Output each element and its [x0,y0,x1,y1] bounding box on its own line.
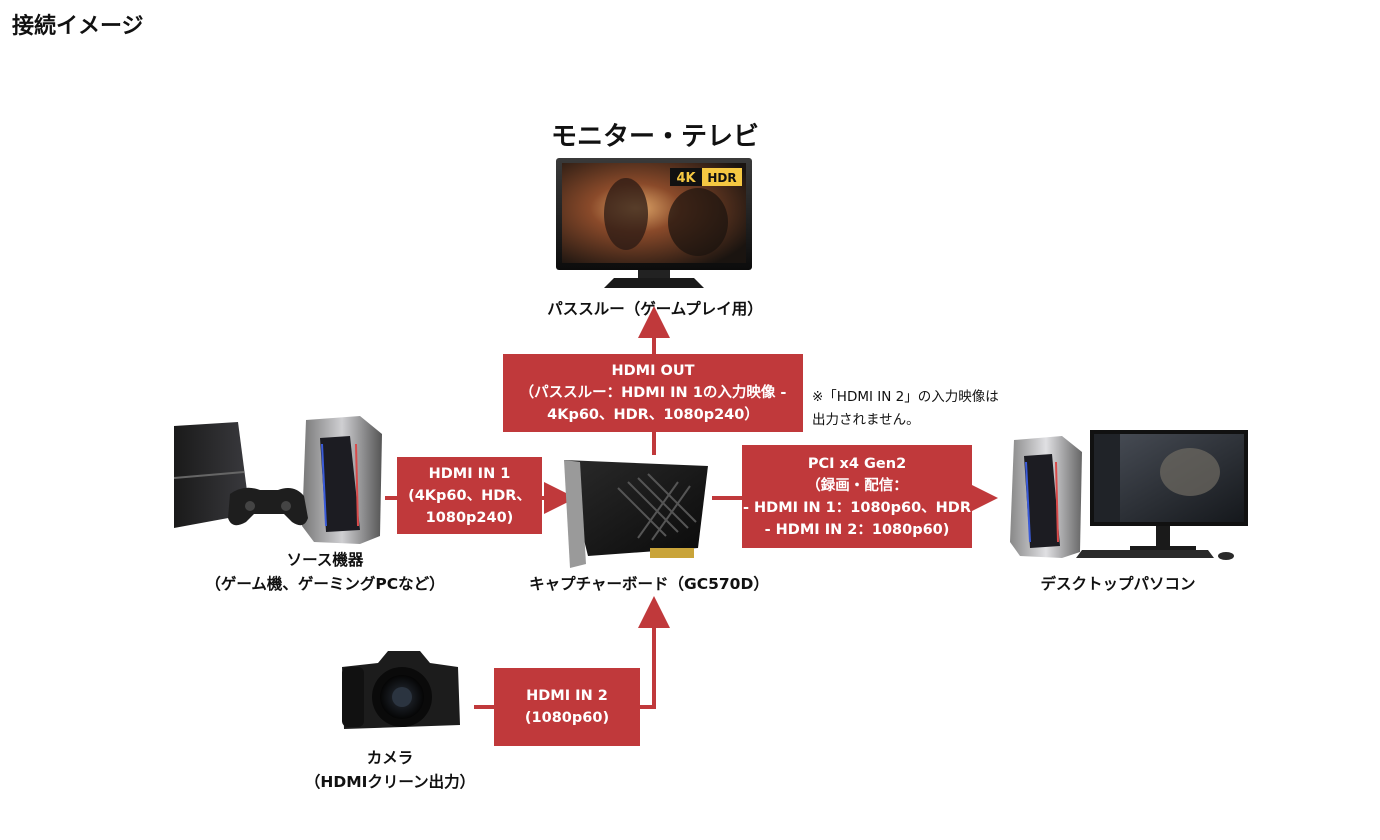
monitor-heading: モニター・テレビ [550,122,759,152]
label-hdmi-out-line3: 4Kp60、HDR、1080p240） [547,407,759,423]
source-caption-line2: （ゲーム機、ゲーミングPCなど） [205,575,445,593]
label-hdmi-in2: HDMI IN 2 (1080p60) [494,668,640,746]
label-pci-line2: （録画・配信： [806,477,908,494]
camera-caption-line1: カメラ [366,749,414,767]
page-title: 接続イメージ [12,14,144,39]
label-hdmi-in1-line1: HDMI IN 1 [428,465,511,482]
label-pci-line1: PCI x4 Gen2 [807,455,907,472]
desktop-caption: デスクトップパソコン [1040,575,1196,593]
camera-image [342,651,460,729]
monitor-image: 4K HDR [556,158,752,288]
source-device-image [174,416,382,544]
label-hdmi-out-line1: HDMI OUT [611,363,695,379]
source-caption-line1: ソース機器 [286,551,364,569]
label-hdmi-in2-line2: (1080p60) [524,710,610,726]
camera-caption-line2: （HDMIクリーン出力） [304,773,476,791]
note-line2: 出力されません。 [812,412,920,428]
label-pci-line3: - HDMI IN 1：1080p60、HDR [742,499,972,516]
capture-board-caption: キャプチャーボード（GC570D） [529,575,769,593]
label-hdmi-in1: HDMI IN 1 (4Kp60、HDR、 1080p240) [397,457,542,534]
note-line1: ※「HDMI IN 2」の入力映像は [812,389,999,405]
label-pci-line4: - HDMI IN 2：1080p60) [764,521,950,538]
label-hdmi-in1-line3: 1080p240) [425,509,514,526]
source-caption: ソース機器 （ゲーム機、ゲーミングPCなど） [180,548,470,596]
label-hdmi-in1-line2: (4Kp60、HDR、 [408,487,531,504]
camera-caption: カメラ （HDMIクリーン出力） [282,746,498,794]
label-hdmi-out: HDMI OUT （パススルー：HDMI IN 1の入力映像 - 4Kp60、H… [503,354,803,432]
label-hdmi-in2-line1: HDMI IN 2 [526,688,608,704]
note: ※「HDMI IN 2」の入力映像は 出力されません。 [812,386,999,432]
label-pci: PCI x4 Gen2 （録画・配信： - HDMI IN 1：1080p60、… [742,445,972,548]
monitor-caption: パススルー（ゲームプレイ用） [547,300,763,318]
badge-4k: 4K [676,171,696,186]
badge-hdr: HDR [707,171,736,185]
desktop-pc-image [1010,430,1248,560]
capture-board-image [564,460,708,568]
label-hdmi-out-line2: （パススルー：HDMI IN 1の入力映像 - [519,385,787,401]
